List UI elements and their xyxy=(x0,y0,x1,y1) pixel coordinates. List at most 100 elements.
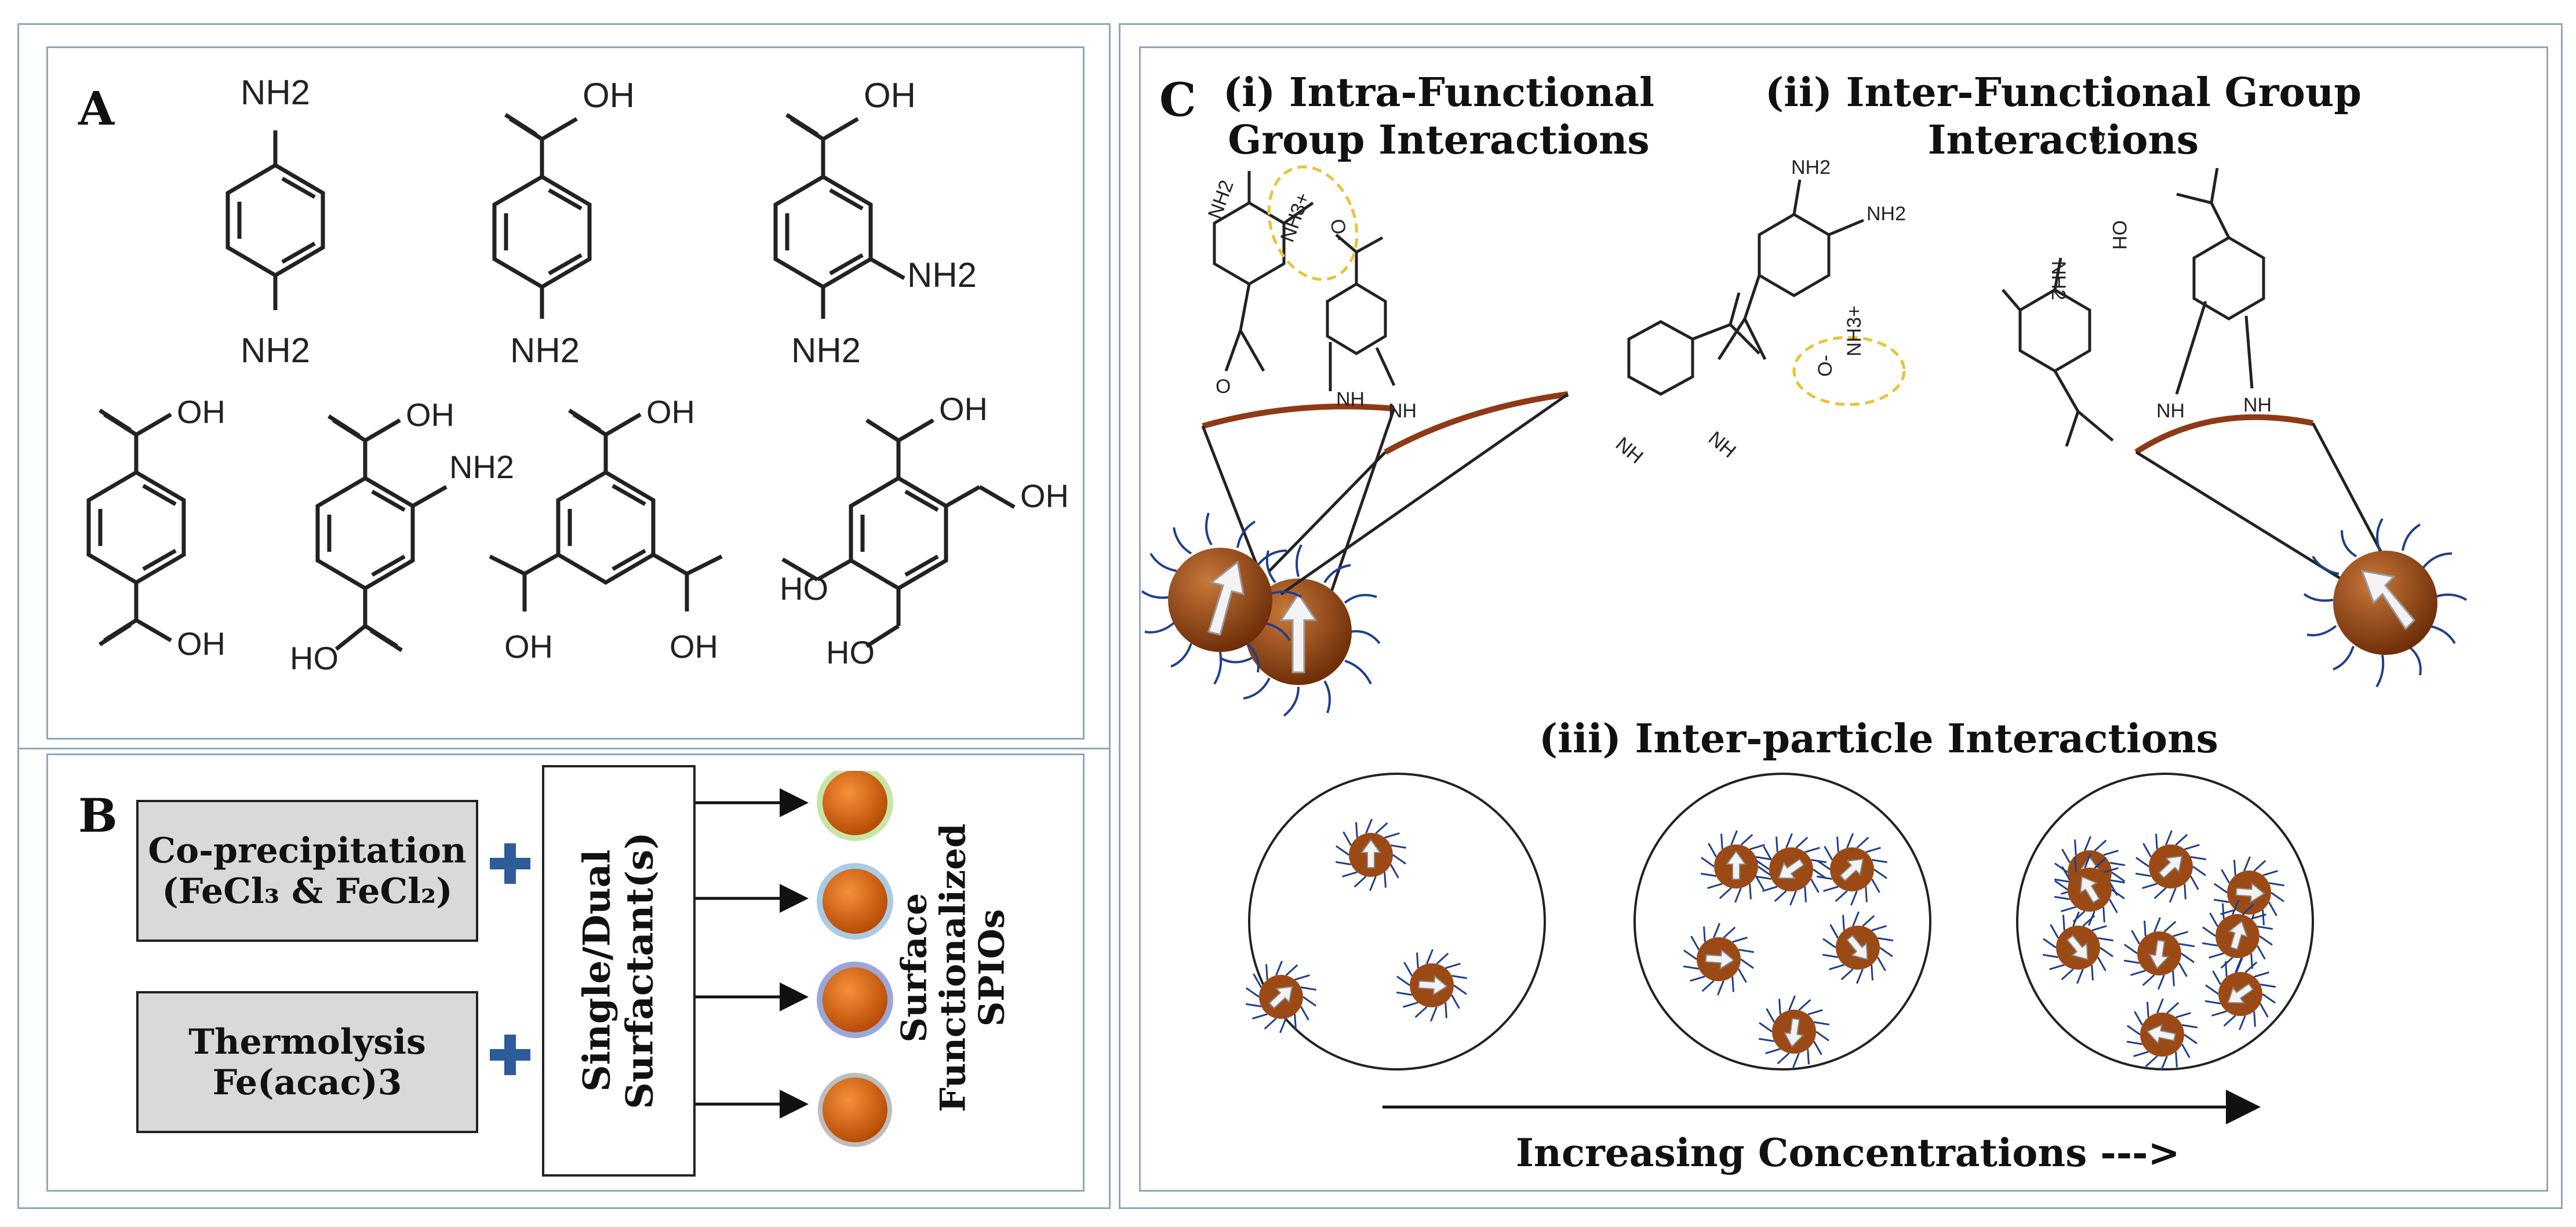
nanoparticle xyxy=(823,967,887,1032)
group-label: NH2 xyxy=(791,331,861,370)
nanoparticle xyxy=(823,771,887,835)
coated-particle xyxy=(2126,998,2198,1071)
coated-particle xyxy=(2204,957,2276,1031)
panel-c-label: C xyxy=(1159,72,1196,127)
chem-label: NH2 xyxy=(1866,203,1906,225)
coated-particle xyxy=(1335,818,1407,891)
molecule-terephthalic-acid xyxy=(86,409,186,646)
group-label: NH2 xyxy=(241,331,310,370)
molecule-aminoterephthalic-acid xyxy=(315,414,447,652)
group-label: OH xyxy=(670,628,718,665)
chem-label: NH2 xyxy=(1791,156,1831,179)
coprecipitation-box: Co-precipitation (FeCl₃ & FeCl₂) xyxy=(136,800,478,942)
coated-particle xyxy=(1396,949,1468,1022)
chem-label: NH xyxy=(1388,400,1417,422)
concentration-axis-label: Increasing Concentrations ---> xyxy=(1516,1130,2180,1175)
coated-particle xyxy=(1245,960,1317,1033)
surfactant-box: Single/Dual Surfactant(s) xyxy=(542,765,696,1177)
coated-particle xyxy=(2202,900,2273,973)
group-label: NH2 xyxy=(241,73,310,112)
inter-title-line-2: Interactions xyxy=(1927,116,2199,163)
surfactant-line-1: Single/Dual xyxy=(575,849,619,1093)
plus-icon xyxy=(490,843,530,884)
panel-a-label: A xyxy=(78,81,115,136)
product-line-1: Surface xyxy=(894,893,935,1043)
panel-c xyxy=(1139,46,2548,1192)
chem-label: NH xyxy=(1336,388,1365,410)
intra-title-line-1: (i) Intra-Functional xyxy=(1223,70,1654,116)
molecule-aminobenzoic-acid xyxy=(492,113,592,319)
molecule-diaminobenzoic-acid xyxy=(773,113,905,319)
group-label: OH xyxy=(177,394,225,430)
group-label: NH2 xyxy=(449,449,514,485)
interaction-schemes: NH2 NH3+ O- O NH NH NH2 NH2 xyxy=(1141,128,2468,1124)
group-label: HO xyxy=(290,640,339,676)
molecule-phenylenediamine xyxy=(225,130,325,310)
intra-title: (i) Intra-Functional Group Interactions xyxy=(1223,70,1654,164)
product-line-3: SPIOs xyxy=(972,909,1013,1027)
coated-particle xyxy=(1816,833,1888,906)
group-label: OH xyxy=(1020,478,1069,514)
product-line-2: Functionalized xyxy=(933,823,974,1113)
chem-label: OH xyxy=(2108,220,2130,250)
nanoparticle xyxy=(823,869,887,934)
surfactant-line-2: Surfactant(s) xyxy=(618,832,662,1110)
group-label: OH xyxy=(583,76,635,115)
small-particles xyxy=(1245,818,2285,1071)
group-label: NH2 xyxy=(510,331,580,370)
chem-label: O xyxy=(2090,128,2105,150)
group-label: OH xyxy=(864,76,916,115)
thermolysis-reagent: Fe(acac)3 xyxy=(212,1062,402,1103)
group-label: HO xyxy=(826,634,875,671)
coated-particle xyxy=(1755,833,1827,906)
thermolysis-box: Thermolysis Fe(acac)3 xyxy=(136,991,478,1133)
intra-highlight xyxy=(1267,165,1359,281)
high-concentration-circle xyxy=(2016,773,2314,1071)
chem-label: NH2 xyxy=(2047,261,2069,300)
group-label: HO xyxy=(780,570,828,607)
inter-title: (ii) Inter-Functional Group Interactions xyxy=(1765,70,2362,164)
inter-particle-left xyxy=(1141,512,1302,685)
panel-a xyxy=(46,46,1085,740)
coated-particle xyxy=(1758,995,1830,1068)
inter-scheme xyxy=(1268,168,2393,596)
particle-title: (iii) Inter-particle Interactions xyxy=(1539,716,2218,762)
coated-particle xyxy=(2213,856,2285,929)
chem-label: NH3+ xyxy=(1843,305,1865,356)
chem-label: NH xyxy=(2243,394,2272,416)
chem-label: NH xyxy=(2156,400,2185,422)
group-label: OH xyxy=(646,394,695,430)
thermolysis-title: Thermolysis xyxy=(188,1021,426,1062)
product-label: Surface Functionalized SPIOs xyxy=(867,811,1040,1124)
group-label: OH xyxy=(504,628,553,665)
inter-title-line-1: (ii) Inter-Functional Group xyxy=(1765,70,2362,116)
inter-particle-right xyxy=(2303,518,2468,688)
molecule-pyromellitic-acid xyxy=(781,418,1016,648)
chem-label: NH xyxy=(1704,427,1740,463)
chem-label: O- xyxy=(1814,355,1836,377)
chem-label: O xyxy=(1216,376,1231,398)
group-label: OH xyxy=(406,396,454,433)
coated-particle xyxy=(1822,911,1894,984)
intra-particle xyxy=(1216,544,1381,717)
coated-particle xyxy=(2135,830,2207,903)
coated-particle xyxy=(2054,853,2126,926)
chem-label: NH3+ xyxy=(1276,190,1315,245)
panel-b-label: B xyxy=(78,788,118,843)
low-concentration-circle xyxy=(1248,773,1546,1071)
panel-a-structures: NH2 NH2 OH NH2 OH NH2 NH2 OH OH OH NH2 H… xyxy=(86,73,1069,676)
coprecipitation-title: Co-precipitation xyxy=(148,830,467,871)
coated-particle xyxy=(1700,830,1772,903)
intra-title-line-2: Group Interactions xyxy=(1228,116,1650,163)
chem-label: O- xyxy=(1326,217,1351,243)
chem-label: NH2 xyxy=(1204,177,1238,222)
inter-highlight xyxy=(1792,336,1906,406)
group-label: OH xyxy=(177,625,225,662)
coprecipitation-reagents: (FeCl₃ & FeCl₂) xyxy=(162,871,453,912)
coated-particle xyxy=(2123,917,2195,990)
chem-label: NH xyxy=(1611,433,1647,468)
coated-particle xyxy=(2042,911,2114,984)
molecule-trimesic-acid xyxy=(489,409,723,611)
group-label: NH2 xyxy=(907,256,977,294)
plus-icon xyxy=(490,1035,530,1075)
